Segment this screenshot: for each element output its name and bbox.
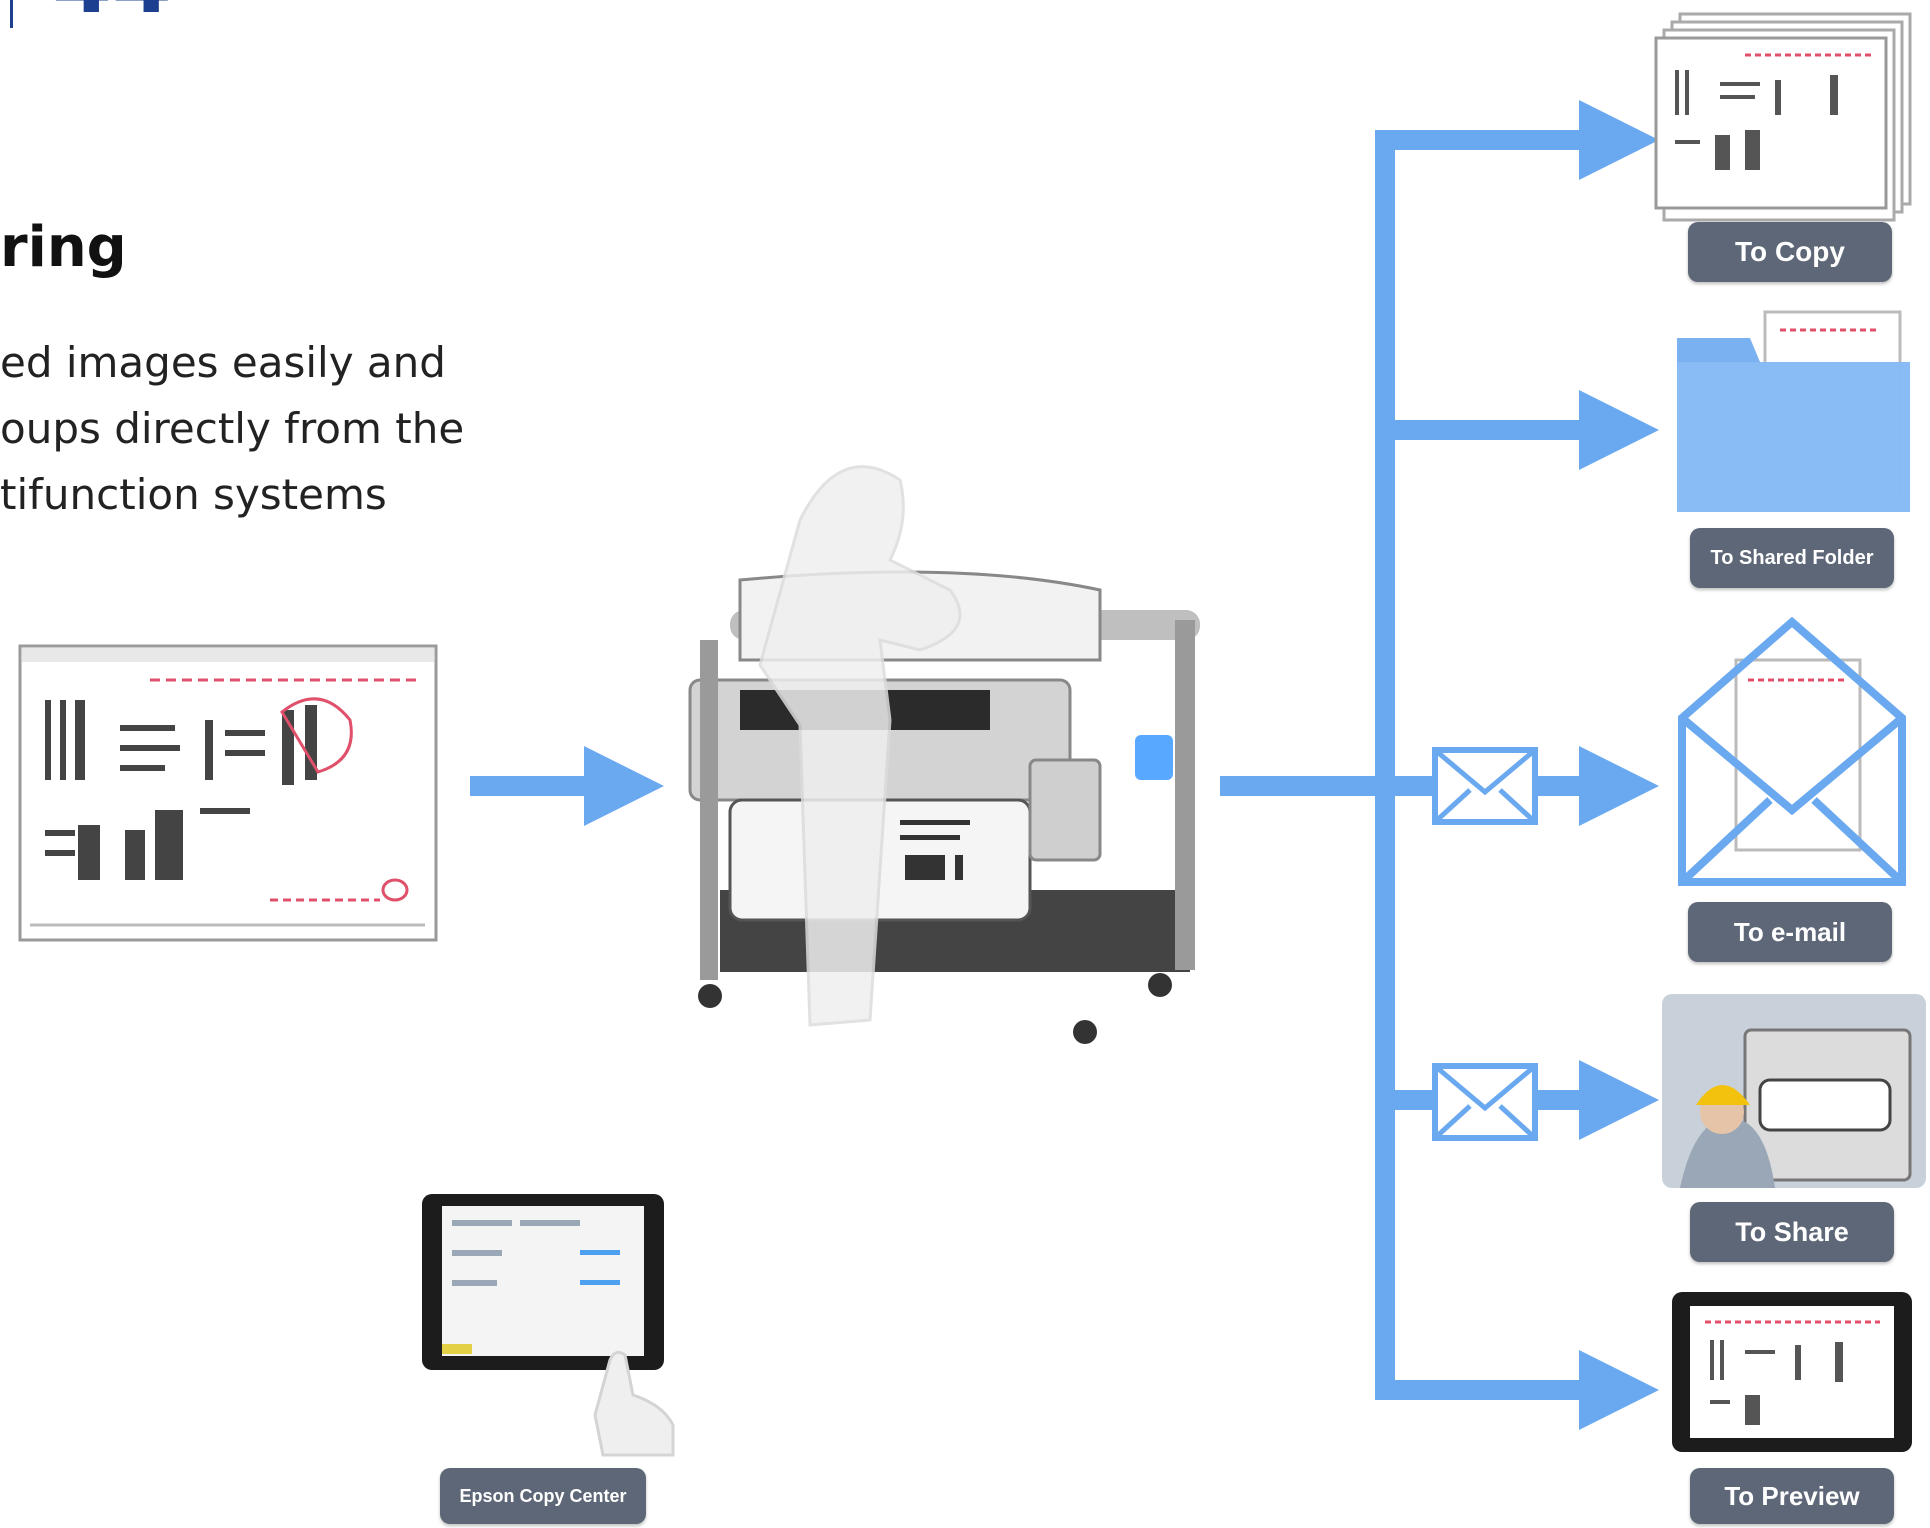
section-description: ed images easily and oups directly from …: [0, 330, 470, 528]
envelope-icon: [1432, 747, 1538, 825]
to-share-label: To Share: [1690, 1202, 1894, 1262]
page-divider: [10, 0, 13, 28]
to-copy-label: To Copy: [1688, 222, 1892, 282]
worker-photo-icon: [1662, 994, 1926, 1188]
envelope-icon: [1432, 1063, 1538, 1141]
to-shared-folder-label: To Shared Folder: [1690, 528, 1894, 588]
open-envelope-icon: [1678, 616, 1906, 886]
copy-stack-icon: [1654, 12, 1912, 222]
section-heading: ring: [0, 215, 127, 280]
source-drawing-document: [18, 644, 438, 942]
folder-icon: [1677, 310, 1910, 512]
page-number: 44: [52, 0, 172, 26]
to-email-label: To e-mail: [1688, 902, 1892, 962]
tablet-preview-icon: [1672, 1292, 1912, 1452]
printer-illustration: [688, 465, 1200, 1044]
description-line: tifunction systems: [0, 470, 387, 519]
epson-copy-center-label: Epson Copy Center: [440, 1468, 646, 1524]
to-preview-label: To Preview: [1690, 1468, 1894, 1524]
tablet-device-icon: [422, 1194, 675, 1457]
description-line: ed images easily and: [0, 338, 446, 387]
description-line: oups directly from the: [0, 404, 465, 453]
